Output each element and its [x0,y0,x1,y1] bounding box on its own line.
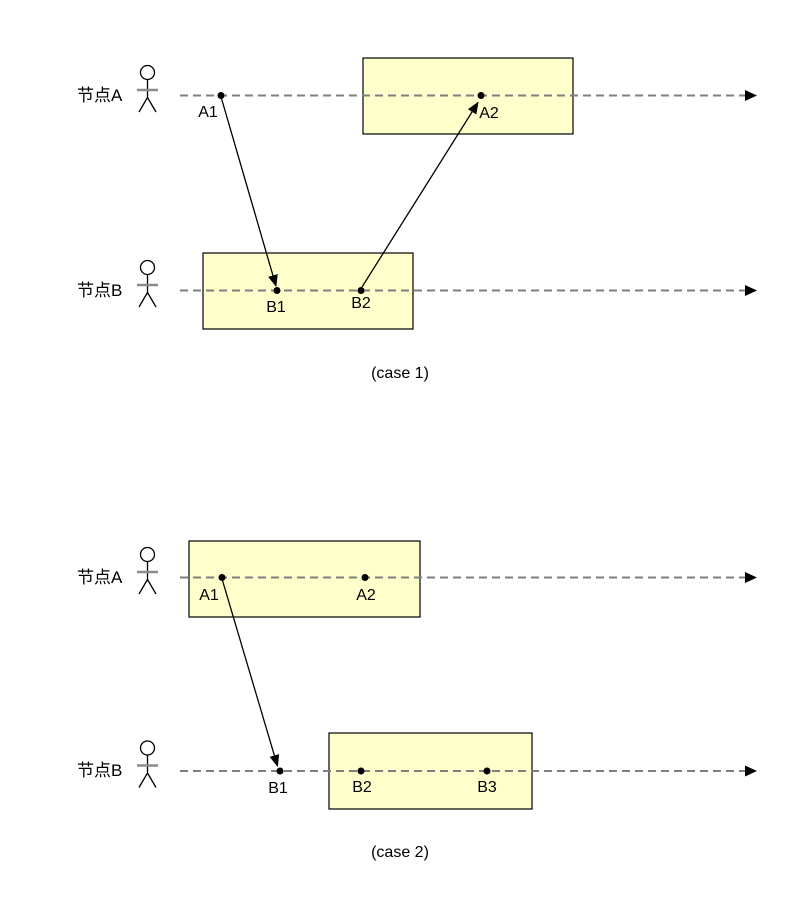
case1-event-dot-a1 [217,92,225,99]
case1-timeline-b-arrowhead-icon [745,285,757,296]
case1-node-b-label: 节点B [77,281,122,300]
case2-node-a-actor-icon [137,546,158,595]
case1-timeline-a-arrowhead-icon [745,90,757,101]
case2-event-dot-b3 [483,767,491,775]
case2-event-dot-a1 [218,574,226,581]
case2-event-label-b2: B2 [352,779,372,796]
case1-event-label-a2: A2 [479,105,499,122]
case1-event-dot-b1 [273,287,281,294]
case2-node-b-actor-icon [137,740,158,788]
case2-diagram: 节点A 节点B A1 A2 B1 B2 B3 (case 2) [77,540,757,861]
case2-caption: (case 2) [371,844,429,861]
case2-timeline-b-arrowhead-icon [745,765,757,777]
case1-event-label-b1: B1 [266,299,286,316]
case2-box-a1-a2 [188,540,421,618]
case1-event-label-a1: A1 [198,104,218,121]
case2-event-label-b1: B1 [268,780,288,797]
case1-message-arrow-a1-b1 [220,98,278,287]
case2-event-dot-b2 [357,767,365,775]
case1-event-dot-b2 [357,287,365,294]
case1-node-a-actor-icon [137,64,158,113]
case1-message-arrow-b2-a2 [361,101,479,288]
case2-event-label-b3: B3 [477,779,497,796]
case2-message-arrow-a1-b1 [221,580,280,767]
case1-caption: (case 1) [371,365,429,382]
case1-node-a-label: 节点A [77,86,123,105]
case2-event-dot-a2 [361,574,369,581]
case2-timeline-a-arrowhead-icon [745,572,757,583]
case2-event-label-a2: A2 [356,587,376,604]
case1-node-b-actor-icon [137,259,158,308]
case1-diagram: 节点A 节点B A1 A2 B1 B2 (case 1) [77,57,757,382]
case2-event-label-a1: A1 [199,587,219,604]
case2-event-dot-b1 [276,767,284,775]
case1-event-label-b2: B2 [351,295,371,312]
case2-node-b-label: 节点B [77,761,122,780]
case1-event-dot-a2 [477,92,485,99]
case2-node-a-label: 节点A [77,568,123,587]
